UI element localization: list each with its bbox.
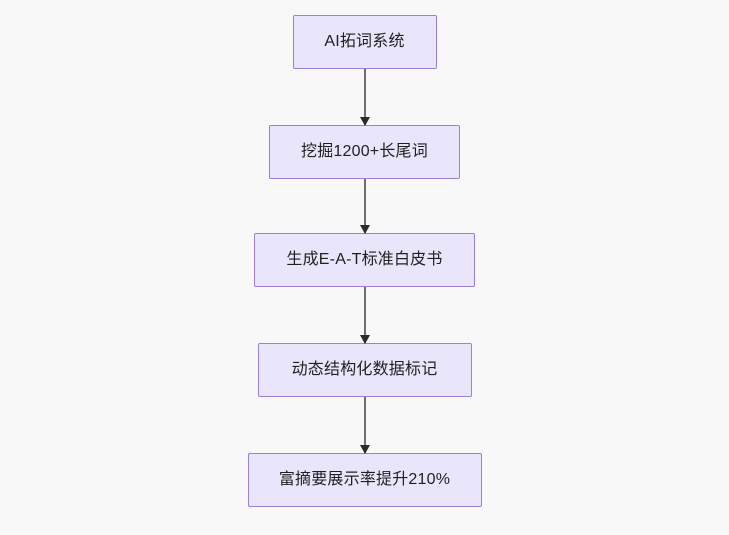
connector-line (363, 179, 366, 233)
flow-node-label: 生成E-A-T标准白皮书 (286, 251, 443, 268)
flow-connector-arrow-4 (359, 397, 371, 454)
flow-node-label: 挖掘1200+长尾词 (301, 143, 428, 160)
flow-connector-arrow-2 (359, 179, 371, 234)
connector-line (363, 69, 366, 125)
arrow-down-icon (359, 335, 370, 344)
flow-node-ai-keyword-system[interactable]: AI拓词系统 (292, 15, 437, 69)
flow-node-mine-longtail-keywords[interactable]: 挖掘1200+长尾词 (269, 125, 460, 179)
flow-connector-arrow-3 (359, 287, 371, 344)
flow-node-generate-eat-whitepaper[interactable]: 生成E-A-T标准白皮书 (254, 233, 475, 287)
flow-node-dynamic-structured-data-markup[interactable]: 动态结构化数据标记 (257, 343, 472, 397)
connector-line (363, 397, 366, 453)
arrow-down-icon (359, 225, 370, 234)
arrow-down-icon (359, 445, 370, 454)
connector-line (363, 287, 366, 343)
flow-node-label: AI拓词系统 (324, 33, 405, 50)
flow-node-rich-snippet-impression-uplift[interactable]: 富摘要展示率提升210% (247, 453, 482, 507)
flow-node-label: 富摘要展示率提升210% (278, 471, 451, 488)
arrow-down-icon (359, 117, 370, 126)
flow-node-label: 动态结构化数据标记 (291, 361, 438, 378)
flow-connector-arrow-1 (359, 69, 371, 126)
